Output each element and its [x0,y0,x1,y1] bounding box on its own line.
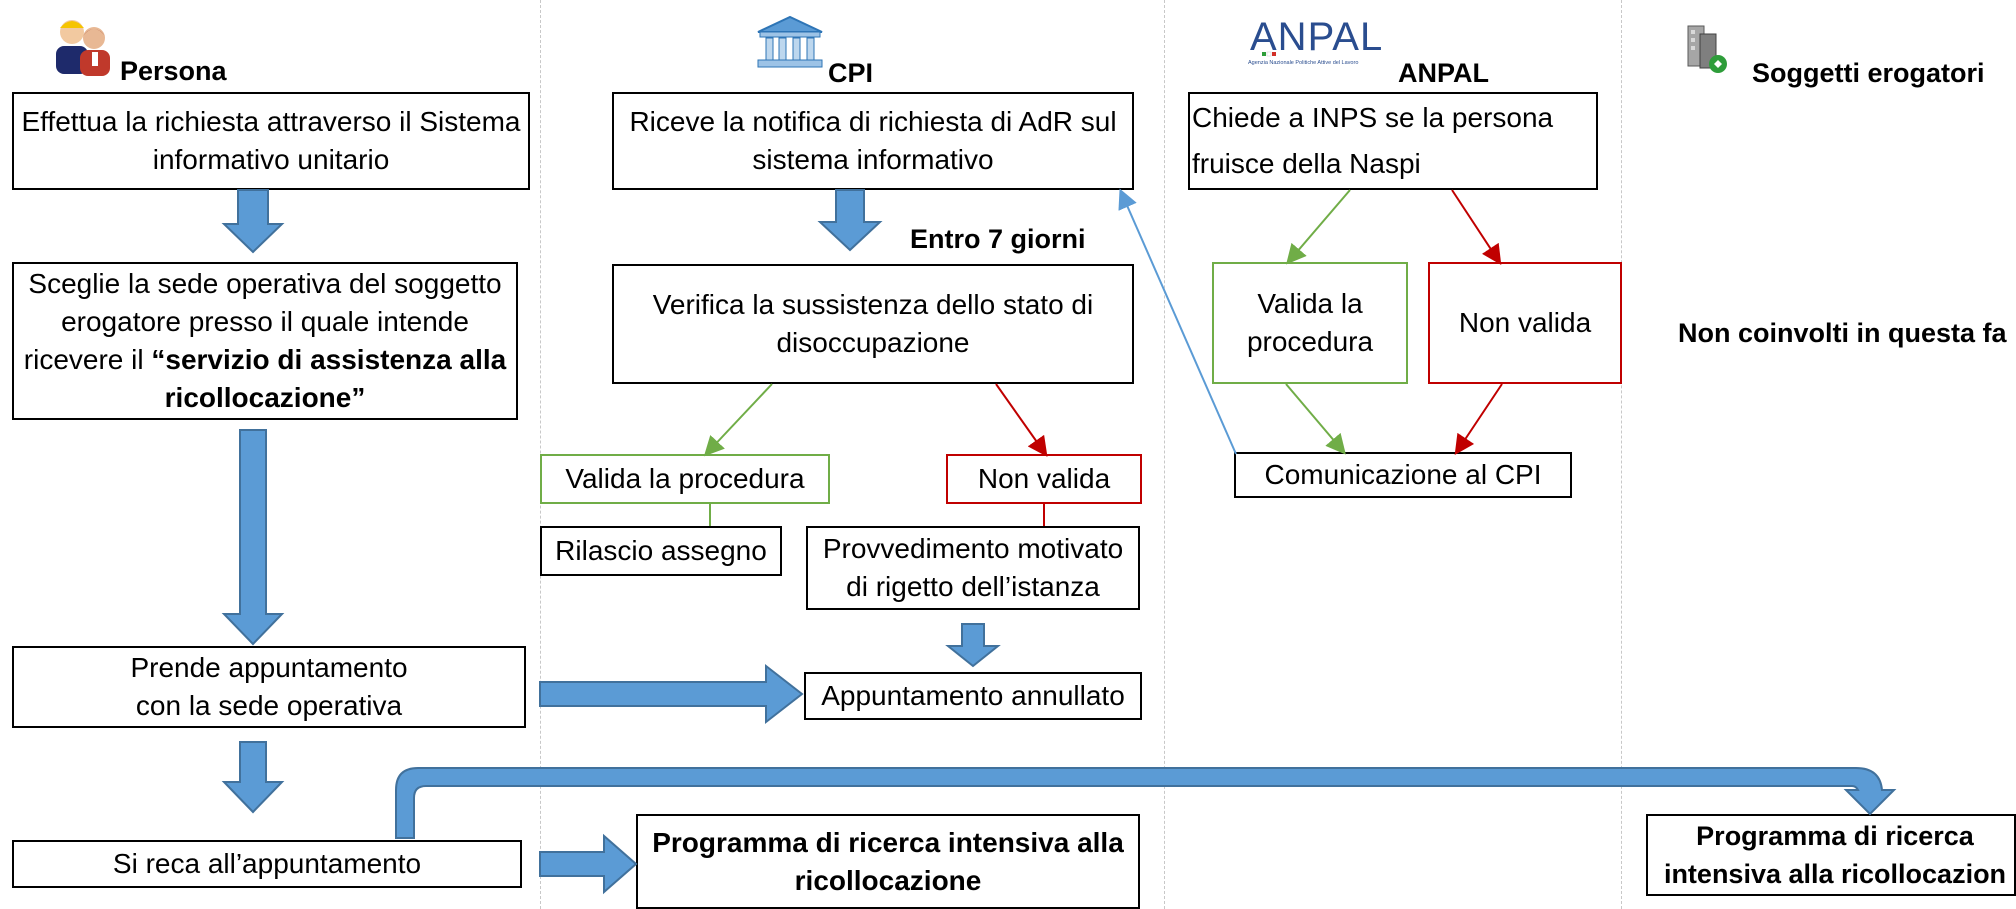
soggetti-program: Programma di ricerca intensiva alla rico… [1646,814,2016,896]
cpi-program: Programma di ricerca intensiva alla rico… [636,814,1140,909]
bank-building-icon [752,14,828,70]
anpal-logo: ANPAL Agenzia Nazionale Politiche Attive… [1248,14,1390,72]
lane-separator-3 [1621,0,1622,909]
arrow-down-2 [221,429,285,646]
anpal-branch-invalid [1451,189,1502,266]
cpi-cancelled-text: Appuntamento annullato [821,680,1125,711]
persona-step-choose: Sceglie la sede operativa del soggetto e… [12,262,518,420]
persona-step-appointment: Prende appuntamento con la sede operativ… [12,646,526,728]
anpal-ask: Chiede a INPS se la persona fruisce dell… [1188,92,1598,190]
cpi-notify: Riceve la notifica di richiesta di AdR s… [612,92,1134,190]
cpi-verify-text: Verifica la sussistenza dello stato di d… [652,289,1094,358]
persona-step-choose-plain: Sceglie la sede operativa del soggetto e… [23,268,502,375]
persona-step-request: Effettua la richiesta attraverso il Sist… [12,92,530,190]
anpal-invalid-to-comm [1454,383,1503,455]
persona-step-request-text: Effettua la richiesta attraverso il Sist… [21,106,521,175]
anpal-comm: Comunicazione al CPI [1234,452,1572,498]
anpal-valid-to-comm [1285,383,1346,455]
anpal-logo-text: ANPAL [1250,15,1383,59]
cpi-release: Rilascio assegno [540,526,782,576]
persona-step-choose-bold: “servizio di assistenza alla ricollocazi… [151,344,507,413]
cpi-reject: Provvedimento motivato di rigetto dell’i… [806,526,1140,610]
arrow-down-1 [221,189,285,254]
cpi-notify-text: Riceve la notifica di richiesta di AdR s… [629,106,1117,175]
anpal-invalid: Non valida [1428,262,1622,384]
persona-step-appointment-text: Prende appuntamento con la sede operativ… [130,652,408,721]
anpal-valid: Valida la procedura [1212,262,1408,384]
arrow-down-3 [221,741,285,814]
cpi-deadline: Entro 7 giorni [906,224,1090,255]
cpi-invalid-text: Non valida [977,463,1111,494]
anpal-invalid-text: Non valida [1458,307,1592,338]
anpal-comm-text: Comunicazione al CPI [1264,459,1542,490]
anpal-logo-subtitle: Agenzia Nazionale Politiche Attive del L… [1248,60,1358,66]
lane-header-anpal: ANPAL [1398,58,1489,88]
cpi-program-text: Programma di ricerca intensiva alla rico… [652,826,1124,896]
cpi-release-text: Rilascio assegno [555,535,767,566]
lane-header-persona: Persona [120,56,227,86]
people-icon [50,12,116,78]
anpal-valid-text: Valida la procedura [1246,288,1374,357]
lane-header-cpi: CPI [828,58,874,88]
soggetti-not-involved: Non coinvolti in questa fa [1678,318,2007,348]
lane-header-soggetti: Soggetti erogatori [1752,58,1985,88]
soggetti-program-text: Programma di ricerca intensiva alla rico… [1663,821,2007,889]
cpi-branch-valid [703,383,773,457]
persona-step-choose-text: Sceglie la sede operativa del soggetto e… [20,265,510,417]
cpi-branch-invalid [995,383,1048,457]
cpi-valid-text: Valida la procedura [565,463,805,494]
cpi-verify: Verifica la sussistenza dello stato di d… [612,264,1134,384]
office-building-icon [1680,20,1736,76]
arrow-right-attend [539,833,638,895]
arrow-down-reject [945,623,1001,668]
cpi-valid: Valida la procedura [540,454,830,504]
cpi-cancelled: Appuntamento annullato [804,672,1142,720]
arrow-right-appointment [539,663,804,725]
anpal-ask-text: Chiede a INPS se la persona fruisce dell… [1192,102,1554,179]
persona-step-attend: Si reca all’appuntamento [12,840,522,888]
arrow-down-cpi [817,189,883,252]
persona-step-attend-text: Si reca all’appuntamento [112,848,422,879]
anpal-branch-valid [1286,189,1351,265]
lane-separator-2 [1164,0,1165,909]
cpi-invalid: Non valida [946,454,1142,504]
cpi-reject-text: Provvedimento motivato di rigetto dell’i… [822,533,1124,602]
